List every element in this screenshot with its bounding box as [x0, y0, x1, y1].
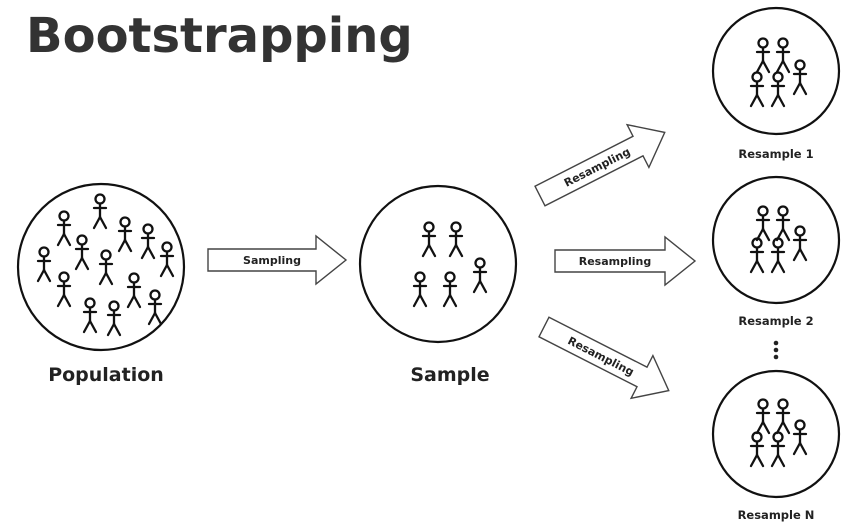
ellipsis-icon	[773, 340, 779, 360]
resampling-arrow-down: Resampling	[538, 316, 670, 400]
resample-1-circle	[711, 6, 841, 136]
sample-label: Sample	[410, 364, 489, 386]
resample-n-label: Resample N	[738, 508, 815, 522]
page-title: Bootstrapping	[26, 8, 413, 64]
sampling-arrow-shape	[207, 234, 348, 286]
resample-1-group: Resample 1	[711, 6, 841, 161]
population-label: Population	[48, 364, 164, 386]
resample-n-group: Resample N	[711, 369, 841, 522]
resampling-arrow-up-shape	[534, 123, 666, 207]
resampling-arrow-mid-shape	[554, 235, 697, 287]
resampling-arrow-up: Resampling	[534, 123, 666, 207]
sample-group: Sample	[358, 184, 518, 386]
resample-2-group: Resample 2	[711, 175, 841, 328]
resample-1-label: Resample 1	[738, 147, 813, 161]
resampling-arrow-down-shape	[538, 316, 670, 400]
sample-circle	[358, 184, 518, 344]
population-group: Population	[16, 182, 186, 386]
resample-2-label: Resample 2	[738, 314, 813, 328]
resampling-arrow-mid-label: Resampling	[579, 255, 651, 268]
sampling-arrow-label: Sampling	[243, 254, 301, 267]
sampling-arrow: Sampling	[207, 234, 348, 286]
resampling-arrow-mid: Resampling	[554, 235, 697, 287]
